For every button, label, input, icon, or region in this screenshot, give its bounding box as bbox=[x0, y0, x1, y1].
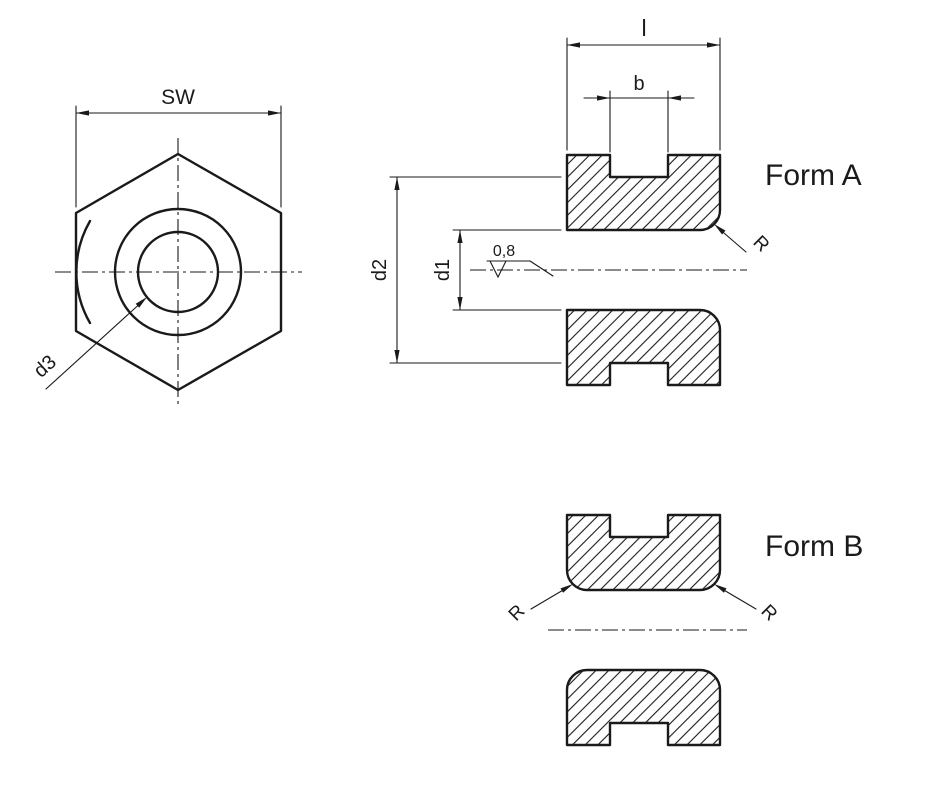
l-arrow-right bbox=[707, 42, 720, 48]
form-a-upper-section bbox=[565, 153, 722, 232]
hexagon-outline bbox=[74, 152, 283, 392]
slot-width-dimension: b bbox=[583, 73, 695, 153]
form-b-radius-left-arrow bbox=[560, 584, 573, 593]
roughness-check-icon bbox=[489, 260, 507, 279]
d2-arrow-bottom bbox=[394, 350, 400, 363]
l-arrow-left bbox=[567, 42, 580, 48]
sw-dimension: SW bbox=[75, 86, 282, 208]
d3-leader-line bbox=[45, 299, 145, 390]
outer-circle bbox=[113, 207, 243, 337]
form-a-lower-section bbox=[565, 308, 722, 387]
chamfer-arc bbox=[75, 219, 92, 325]
d1-label: d1 bbox=[432, 259, 454, 281]
front-view: SW d3 bbox=[30, 86, 302, 406]
d1-dimension: d1 bbox=[432, 229, 562, 311]
d3-arrow bbox=[135, 297, 147, 308]
l-label: l bbox=[641, 15, 646, 41]
length-dimension: l bbox=[566, 15, 721, 151]
form-b-radius-leader-right: R bbox=[714, 584, 781, 625]
form-b-title: Form B bbox=[765, 530, 863, 563]
b-arrow-left bbox=[597, 95, 610, 101]
form-a-radius-label: R bbox=[749, 232, 774, 257]
section-form-a: l b d2 d1 bbox=[369, 15, 862, 387]
form-a-title: Form A bbox=[765, 159, 862, 192]
section-form-b: R R Form B bbox=[505, 513, 863, 747]
form-b-radius-left-label: R bbox=[505, 601, 530, 626]
form-b-radius-leader-left: R bbox=[505, 584, 573, 625]
d3-label: d3 bbox=[30, 351, 61, 382]
bore-circle bbox=[136, 230, 220, 314]
form-b-radius-right-arrow bbox=[714, 584, 727, 593]
roughness-value: 0,8 bbox=[493, 243, 515, 260]
form-b-lower-section bbox=[565, 668, 722, 747]
sw-arrow-left bbox=[76, 110, 89, 116]
surface-roughness-symbol: 0,8 bbox=[486, 243, 554, 279]
d1-arrow-top bbox=[457, 230, 463, 243]
d2-label: d2 bbox=[369, 259, 391, 281]
sw-arrow-right bbox=[268, 110, 281, 116]
d1-arrow-bottom bbox=[457, 297, 463, 310]
roughness-leader-line bbox=[529, 260, 554, 277]
b-label: b bbox=[633, 73, 644, 95]
form-a-radius-arrow bbox=[714, 224, 726, 235]
form-b-upper-section bbox=[565, 513, 722, 592]
d2-arrow-top bbox=[394, 177, 400, 190]
b-arrow-right bbox=[668, 95, 681, 101]
form-a-radius-leader: R bbox=[714, 224, 773, 256]
d2-dimension: d2 bbox=[369, 176, 562, 364]
form-b-radius-right-label: R bbox=[757, 601, 782, 626]
sw-label: SW bbox=[161, 86, 195, 109]
